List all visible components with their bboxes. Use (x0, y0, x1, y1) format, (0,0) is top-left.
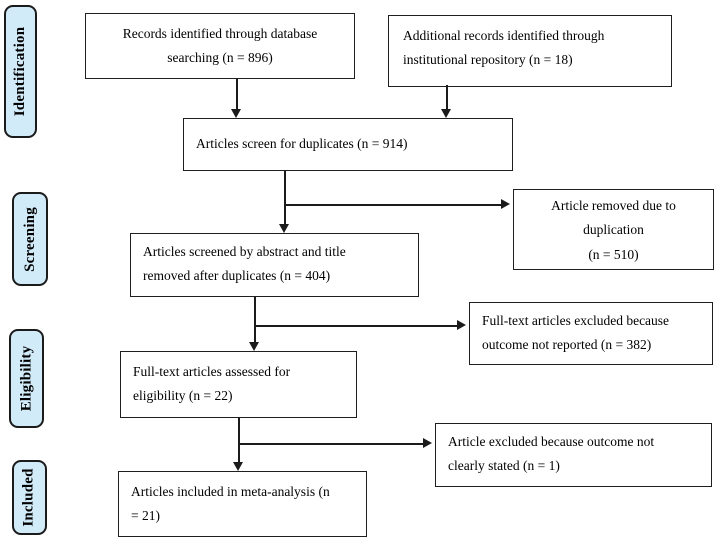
stage-label-identification-text: Identification (12, 26, 28, 117)
arrow-branch-to-removed-duplication-line (285, 204, 502, 206)
stage-label-included: Included (12, 460, 47, 535)
arrow-screened-to-assessed-line (254, 297, 256, 343)
stage-label-eligibility: Eligibility (9, 329, 44, 428)
arrow-screened-to-assessed-head-icon (249, 342, 259, 351)
arrow-branch-to-article-excluded-head-icon (423, 438, 432, 448)
arrow-branch-to-article-excluded-line (239, 443, 424, 445)
stage-label-screening: Screening (12, 192, 48, 286)
arrow-database-to-screen-head-icon (231, 109, 241, 118)
box-article-excluded-outcome-not-stated: Article excluded because outcome not cle… (435, 423, 712, 487)
box-fulltext-excluded-outcome-not-reported: Full-text articles excluded because outc… (469, 302, 713, 365)
stage-label-eligibility-text: Eligibility (18, 345, 34, 412)
arrow-assessed-to-included-line (238, 418, 240, 463)
box-fulltext-assessed-eligibility: Full-text articles assessed for eligibil… (120, 351, 357, 418)
arrow-repository-to-screen-head-icon (441, 109, 451, 118)
arrow-repository-to-screen-line (446, 85, 448, 110)
box-articles-screened-abstract-title: Articles screened by abstract and title … (130, 233, 419, 297)
box-records-identified-database: Records identified through database sear… (85, 13, 355, 79)
arrow-branch-to-fulltext-excluded-line (255, 325, 458, 327)
arrow-database-to-screen-line (236, 79, 238, 110)
box-articles-included-meta-analysis: Articles included in meta-analysis (n = … (118, 471, 367, 537)
arrow-branch-to-removed-duplication-head-icon (501, 199, 510, 209)
stage-label-screening-text: Screening (21, 206, 38, 272)
arrow-screen-to-screened-head-icon (279, 224, 289, 233)
box-additional-records-repository: Additional records identified through in… (388, 15, 672, 87)
arrow-assessed-to-included-head-icon (233, 462, 243, 471)
arrow-branch-to-fulltext-excluded-head-icon (457, 320, 466, 330)
stage-label-included-text: Included (21, 468, 38, 527)
box-article-removed-duplication: Article removed due to duplication (n = … (513, 189, 714, 270)
stage-label-identification: Identification (4, 5, 37, 138)
box-articles-screen-duplicates: Articles screen for duplicates (n = 914) (183, 118, 513, 171)
arrow-screen-to-screened-line (284, 171, 286, 225)
